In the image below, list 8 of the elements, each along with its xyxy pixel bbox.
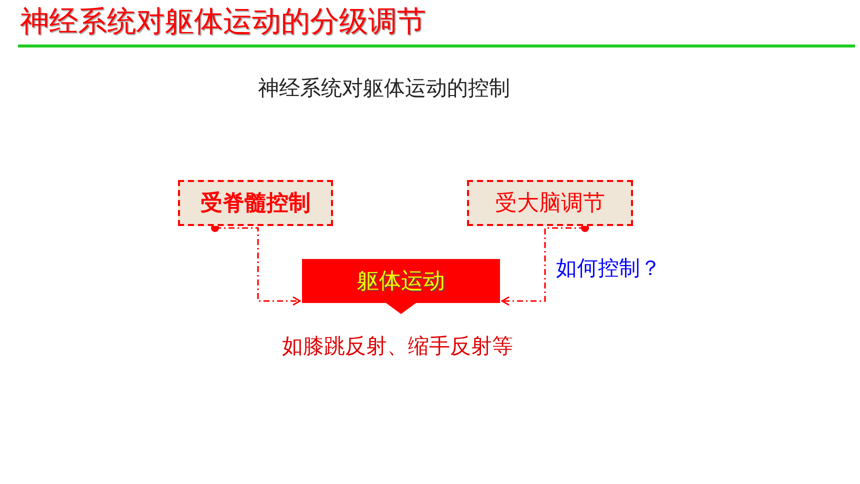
subtitle: 神经系统对躯体运动的控制 (258, 75, 510, 102)
arrow (211, 224, 301, 306)
heading: 神经系统对躯体运动的分级调节 (20, 3, 426, 40)
arrow (501, 224, 589, 306)
control-box: 受大脑调节 (467, 180, 633, 226)
example-text: 如膝跳反射、缩手反射等 (282, 333, 513, 360)
question-text: 如何控制？ (556, 255, 661, 282)
control-box: 受脊髓控制 (178, 180, 333, 226)
